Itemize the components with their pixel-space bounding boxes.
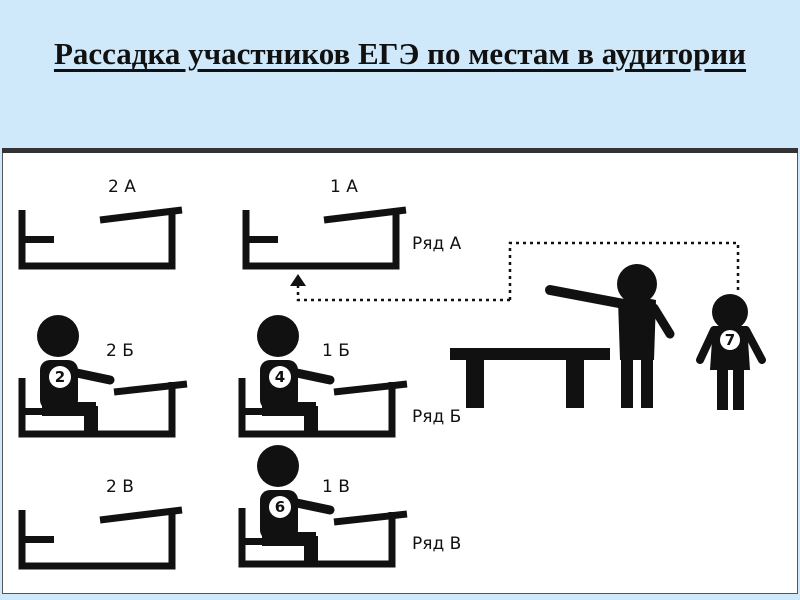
teacher-figure — [545, 264, 675, 408]
participant-7-figure: 7 — [696, 294, 766, 410]
seat-label-2a: 2 А — [108, 177, 136, 197]
seat-label-1a: 1 А — [330, 177, 358, 197]
seat-2b: 2 2 Б — [22, 315, 187, 434]
participant-badge-4 — [269, 366, 291, 388]
participant-number-4: 4 — [275, 368, 285, 386]
panel-top-edge — [2, 148, 798, 153]
dotted-path-left — [296, 284, 510, 302]
seat-label-1b: 1 Б — [322, 341, 350, 361]
seat-label-2b: 2 Б — [106, 341, 134, 361]
slide-title: Рассадка участников ЕГЭ по местам в ауди… — [53, 36, 747, 71]
participant-number-7: 7 — [725, 331, 735, 349]
slide-header: Рассадка участников ЕГЭ по местам в ауди… — [0, 0, 800, 148]
seat-label-1v: 1 В — [322, 477, 350, 497]
seat-1b: 4 1 Б — [242, 315, 407, 434]
desk-2b-shape — [22, 315, 187, 434]
diagram-panel — [2, 148, 798, 594]
participant-badge-2 — [49, 366, 71, 388]
desk-1a-shape — [246, 210, 406, 266]
dotted-path-top — [508, 241, 740, 300]
row-label-a: Ряд А — [412, 234, 462, 254]
desk-2a-shape — [22, 210, 182, 266]
arrow-up-icon — [290, 274, 306, 286]
seat-2v: 2 В — [22, 477, 182, 566]
participant-number-2: 2 — [55, 368, 65, 386]
seat-1v: 6 1 В — [242, 445, 407, 564]
seat-1a: 1 А — [246, 177, 406, 266]
seat-label-2v: 2 В — [106, 477, 134, 497]
desk-1b-shape — [242, 315, 407, 434]
row-label-v: Ряд В — [412, 534, 461, 554]
seat-2a: 2 А — [22, 177, 182, 266]
desk-1v-shape — [242, 445, 407, 564]
participant-badge-6 — [269, 496, 291, 518]
teacher-desk — [450, 348, 610, 408]
row-label-b: Ряд Б — [412, 407, 461, 427]
participant-number-6: 6 — [275, 498, 285, 516]
participant-badge-7 — [720, 330, 740, 350]
desk-2v-shape — [22, 510, 182, 566]
